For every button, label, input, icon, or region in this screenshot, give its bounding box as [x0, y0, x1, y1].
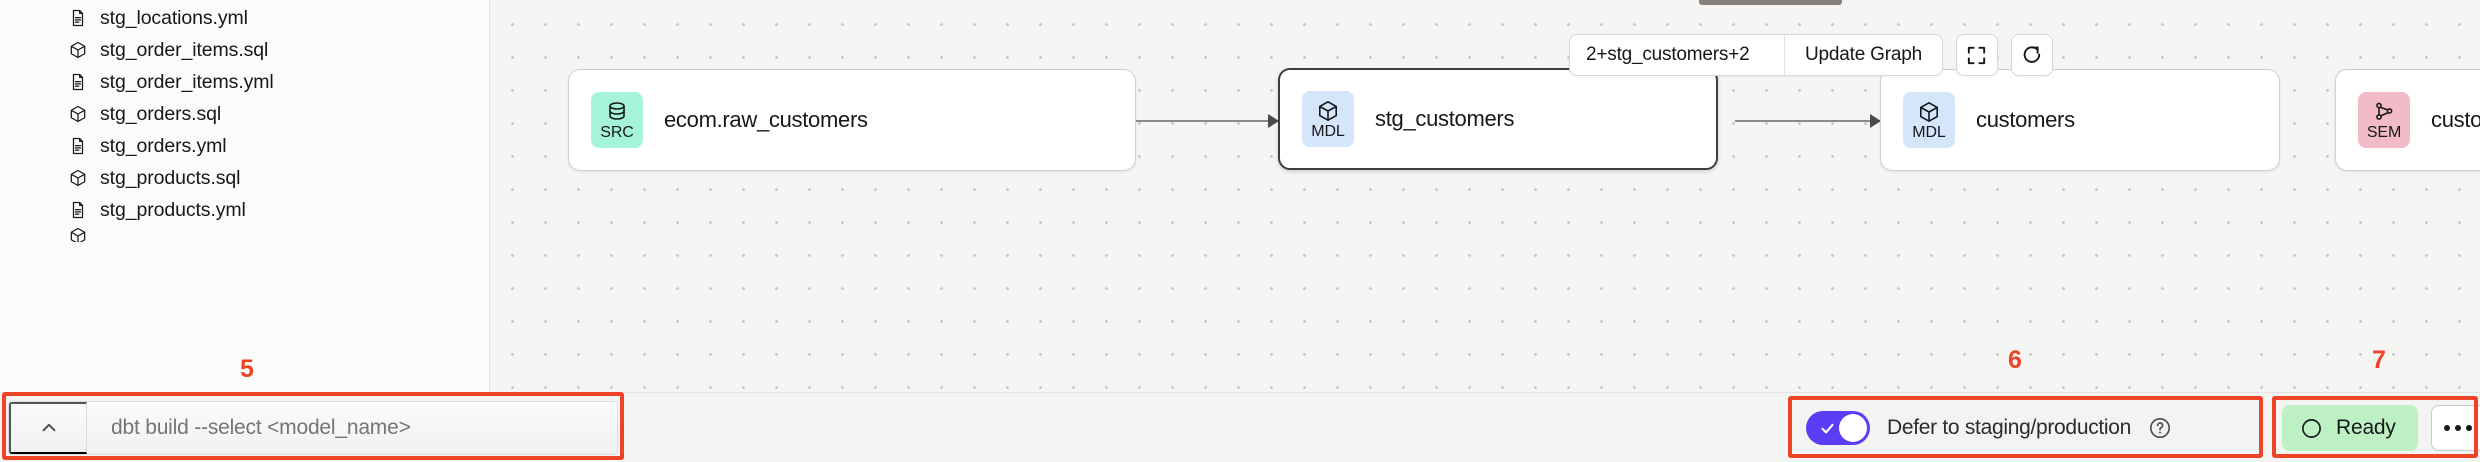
file-yml-icon: [68, 200, 88, 220]
file-yml-icon: [72, 137, 84, 155]
bottom-status-bar: Defer to staging/production Ready: [0, 392, 2480, 462]
refresh-graph-button[interactable]: [2010, 34, 2053, 76]
file-yml-icon: [72, 73, 84, 91]
defer-toggle-group: Defer to staging/production: [1794, 403, 2184, 453]
file-tree-list: stg_locations.yml stg_order_items.sql stg_…: [0, 0, 489, 242]
horizontal-scrollbar[interactable]: [1699, 0, 1842, 5]
annotation-number-5: 5: [240, 355, 254, 383]
file-tree-item-label: stg_order_items.yml: [100, 70, 274, 93]
network-icon: [2376, 102, 2393, 120]
file-tree-item-label: stg_products.sql: [100, 166, 241, 189]
file-yml-icon: [72, 201, 84, 219]
file-yml-icon: [68, 72, 88, 92]
lineage-graph-canvas[interactable]: SRC ecom.raw_customers MDL stg_customers: [490, 0, 2480, 392]
fit-view-button[interactable]: [1955, 34, 1998, 76]
node-label-sem: customers: [2431, 107, 2480, 132]
file-tree-item[interactable]: stg_orders.yml: [0, 130, 489, 162]
graph-toolbar: Update Graph: [1569, 34, 2053, 76]
toggle-knob: [1839, 414, 1867, 442]
file-tree-item[interactable]: stg_locations.yml: [0, 2, 489, 34]
command-bar-expand-button[interactable]: [9, 402, 87, 454]
graph-node-stg-customers[interactable]: MDL stg_customers: [1278, 68, 1718, 170]
mdl-badge-label-stg: MDL: [1311, 122, 1345, 140]
cube-icon: [1319, 100, 1337, 121]
more-options-button[interactable]: [2430, 405, 2480, 451]
cube-sql-icon: [68, 104, 88, 124]
file-yml-icon: [68, 8, 88, 28]
cube-sql-icon: [70, 169, 86, 187]
selector-group: Update Graph: [1569, 34, 1943, 76]
edge-mdl-to-sem: [1735, 120, 1880, 122]
annotation-number-7: 7: [2372, 346, 2386, 374]
file-tree-item[interactable]: stg_products.sql: [0, 162, 489, 194]
check-icon: [1821, 423, 1834, 434]
update-graph-button[interactable]: Update Graph: [1784, 35, 1942, 75]
src-badge: SRC: [591, 92, 643, 148]
mdl-badge-label-customers: MDL: [1912, 123, 1946, 141]
defer-toggle[interactable]: [1806, 411, 1870, 445]
cube-sql-icon: [70, 105, 86, 123]
cube-sql-icon: [68, 40, 88, 60]
node-label-mdl: customers: [1976, 107, 2075, 132]
sem-badge-label: SEM: [2366, 123, 2402, 141]
file-explorer-sidebar: stg_locations.yml stg_order_items.sql stg_…: [0, 0, 490, 392]
annotation-number-6: 6: [2008, 346, 2022, 374]
ellipsis-dot: [2443, 425, 2450, 431]
file-yml-icon: [68, 136, 88, 156]
chevron-up-icon: [42, 423, 55, 432]
file-tree-item-label: stg_locations.yml: [100, 6, 248, 29]
dbt-command-input[interactable]: [87, 402, 617, 454]
status-group: Ready: [2282, 405, 2480, 451]
src-badge-label: SRC: [600, 123, 634, 141]
graph-node-customers-model[interactable]: MDL customers: [1880, 69, 2280, 171]
file-tree-item[interactable]: stg_products.yml: [0, 194, 489, 226]
edge-src-to-stg: [1135, 120, 1278, 122]
command-bar: [8, 401, 618, 455]
ellipsis-dot: [2454, 425, 2461, 431]
cube-sql-icon: [68, 226, 88, 242]
file-tree-item-partial[interactable]: [0, 226, 489, 242]
cube-sql-icon: [70, 227, 86, 242]
status-badge-label: Ready: [2336, 416, 2396, 439]
graph-node-ecom-raw-customers[interactable]: SRC ecom.raw_customers: [568, 69, 1136, 171]
sem-badge: SEM: [2358, 92, 2410, 148]
graph-selector-input[interactable]: [1570, 35, 1784, 75]
defer-toggle-label: Defer to staging/production: [1887, 416, 2132, 439]
refresh-icon: [2023, 46, 2041, 63]
database-icon: [609, 101, 625, 120]
file-tree-item-label: stg_order_items.sql: [100, 38, 269, 61]
file-tree-item-label: stg_products.yml: [100, 198, 246, 221]
cube-icon: [1920, 101, 1938, 122]
ellipsis-dot: [2465, 425, 2472, 431]
help-circle-icon[interactable]: [2148, 416, 2172, 440]
mdl-badge-customers: MDL: [1903, 92, 1955, 148]
node-label-stg: stg_customers: [1375, 106, 1515, 131]
mdl-badge-stg: MDL: [1302, 91, 1354, 147]
circle-icon: [2302, 418, 2321, 438]
fullscreen-icon: [1968, 46, 1986, 64]
status-badge[interactable]: Ready: [2282, 405, 2418, 451]
cube-sql-icon: [68, 168, 88, 188]
file-tree-item-label: stg_orders.sql: [100, 102, 222, 125]
node-label-src: ecom.raw_customers: [664, 107, 868, 132]
graph-node-customers-semantic[interactable]: SEM customers: [2335, 69, 2480, 171]
file-tree-item[interactable]: stg_order_items.sql: [0, 34, 489, 66]
file-tree-item[interactable]: stg_order_items.yml: [0, 66, 489, 98]
file-tree-item[interactable]: stg_orders.sql: [0, 98, 489, 130]
file-yml-icon: [72, 9, 84, 27]
cube-sql-icon: [70, 41, 86, 59]
file-tree-item-label: stg_orders.yml: [100, 134, 227, 157]
